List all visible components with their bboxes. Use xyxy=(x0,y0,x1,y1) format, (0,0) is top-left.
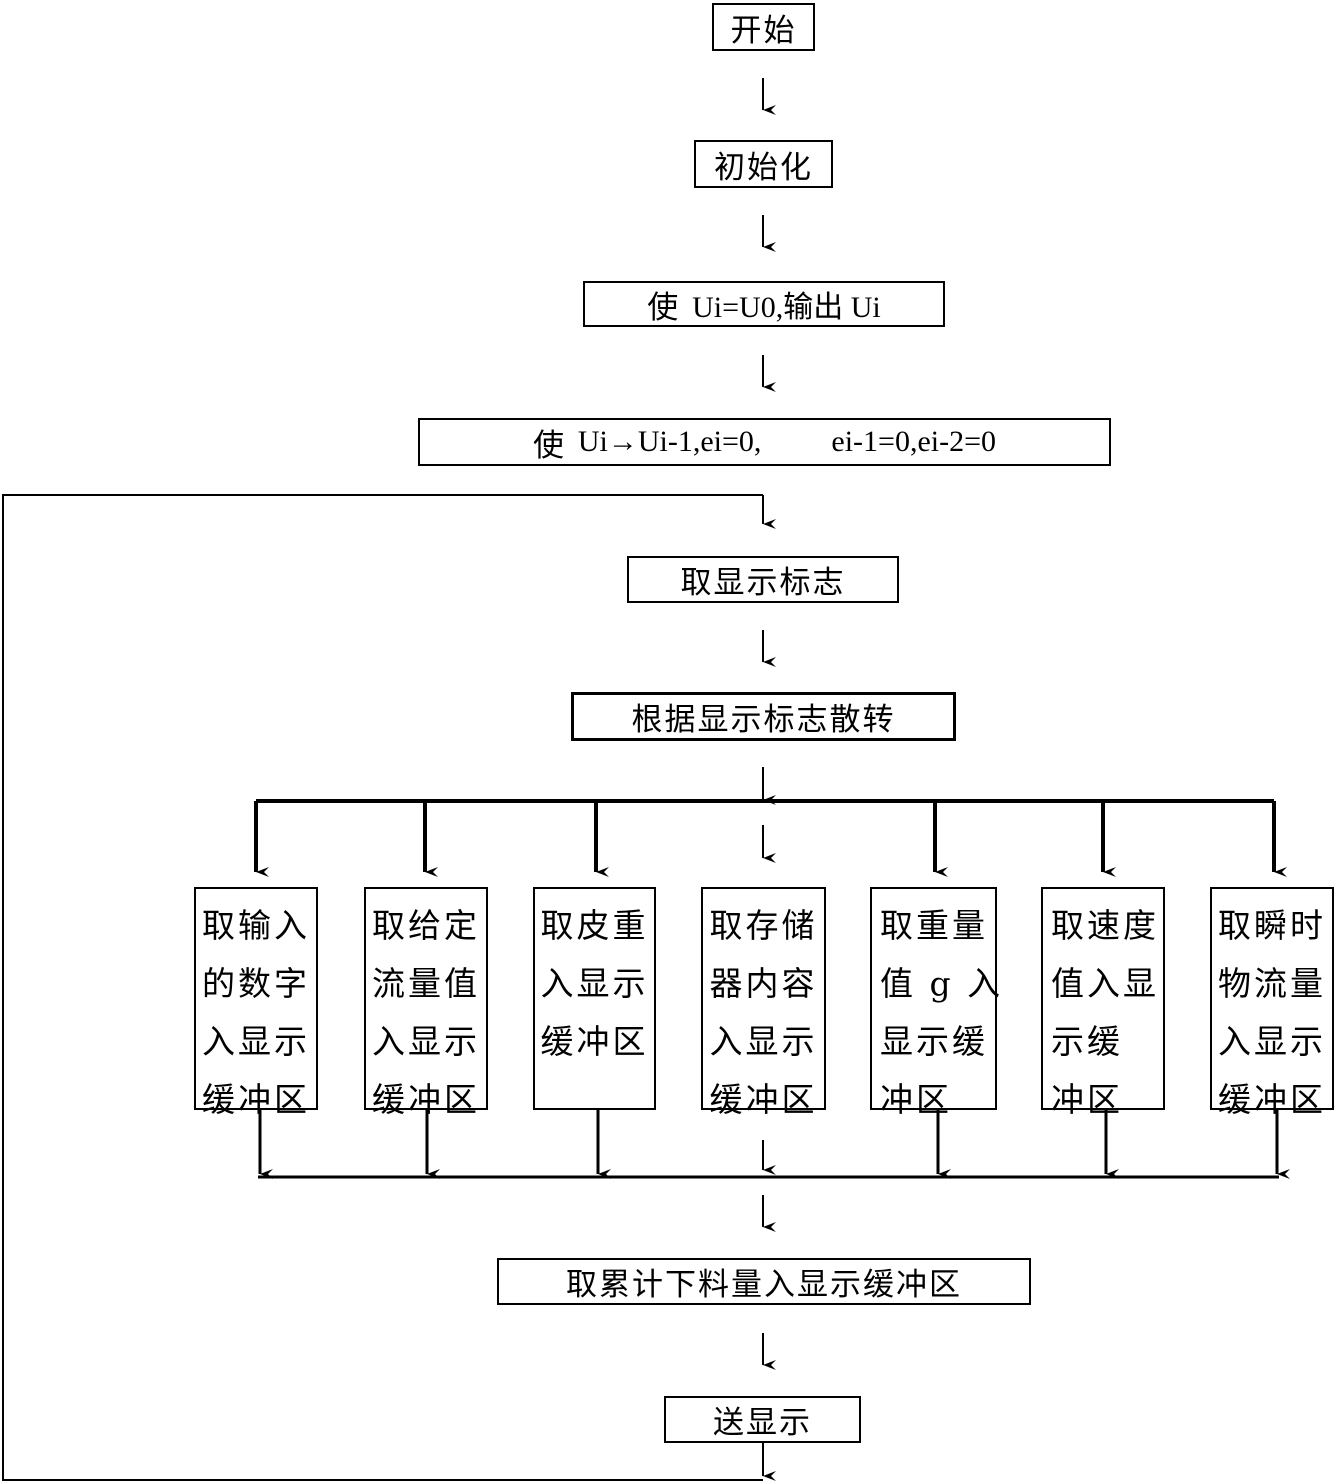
send-display-label: 送显示 xyxy=(713,1405,812,1441)
init-node: 初始化 xyxy=(694,140,833,188)
branch-box-1: 取输入 的数字 入显示 缓冲区 xyxy=(194,887,318,1119)
branch-box-7: 取瞬时 物流量 入显示 缓冲区 xyxy=(1210,887,1334,1119)
branch-3-line-3: 缓冲区 xyxy=(540,1022,649,1061)
branch-box-3: 取皮重 入显示 缓冲区 xyxy=(533,887,656,1110)
loop-back-line xyxy=(2,494,763,1481)
branch-1-line-2: 的数字 xyxy=(202,964,310,1003)
init-label: 初始化 xyxy=(714,149,813,186)
branch-6-line-1: 取速度 xyxy=(1051,906,1159,945)
branch-5-line-2: 值 g 入 xyxy=(880,964,1004,1003)
start-label: 开始 xyxy=(730,12,797,49)
branch-5-line-3: 显示缓 xyxy=(880,1022,988,1061)
branch-6-line-3: 示缓 xyxy=(1051,1022,1123,1061)
branch-1-line-3: 入显示 xyxy=(202,1022,310,1061)
branch-5-line-1: 取重量 xyxy=(880,906,988,945)
shift-errors-node: 使 Ui→Ui-1,ei=0, ei-1=0,ei-2=0 xyxy=(418,418,1111,466)
set-output-prefix: 使 xyxy=(647,289,681,326)
accumulate-label: 取累计下料量入显示缓冲区 xyxy=(566,1267,962,1303)
branch-5-line-4: 冲区 xyxy=(880,1080,952,1119)
branch-7-line-4: 缓冲区 xyxy=(1218,1080,1326,1119)
branch-2-line-3: 入显示 xyxy=(372,1022,480,1061)
branch-7-line-3: 入显示 xyxy=(1218,1022,1326,1061)
set-output-formula: Ui=U0,输出 Ui xyxy=(692,291,881,324)
accumulate-node: 取累计下料量入显示缓冲区 xyxy=(497,1258,1031,1305)
branch-box-6: 取速度 值入显 示缓 冲区 xyxy=(1041,887,1165,1119)
branch-box-5: 取重量 值 g 入 显示缓 冲区 xyxy=(870,887,1004,1119)
branch-4-line-3: 入显示 xyxy=(709,1022,818,1061)
shift-errors-formula-b: ei-1=0,ei-2=0 xyxy=(831,425,997,458)
dispatch-node: 根据显示标志散转 xyxy=(571,692,956,741)
branch-7-line-2: 物流量 xyxy=(1218,964,1326,1003)
branch-4-line-1: 取存储 xyxy=(709,906,818,945)
branch-box-2: 取给定 流量值 入显示 缓冲区 xyxy=(364,887,488,1119)
get-flag-node: 取显示标志 xyxy=(627,556,899,603)
branch-6-line-2: 值入显 xyxy=(1051,964,1159,1003)
branch-box-4: 取存储 器内容 入显示 缓冲区 xyxy=(701,887,826,1119)
branch-3-line-2: 入显示 xyxy=(540,964,649,1003)
branch-4-line-2: 器内容 xyxy=(709,964,818,1003)
branch-2-line-2: 流量值 xyxy=(372,964,480,1003)
start-node: 开始 xyxy=(712,3,815,51)
branch-1-line-4: 缓冲区 xyxy=(202,1080,310,1119)
set-output-node: 使 Ui=U0,输出 Ui xyxy=(583,281,945,327)
branch-4-line-4: 缓冲区 xyxy=(709,1080,818,1119)
branch-7-line-1: 取瞬时 xyxy=(1218,906,1326,945)
shift-errors-formula-a: Ui→Ui-1,ei=0, xyxy=(577,425,762,458)
branch-1-line-1: 取输入 xyxy=(202,906,310,945)
get-flag-label: 取显示标志 xyxy=(680,565,846,601)
branch-6-line-4: 冲区 xyxy=(1051,1080,1123,1119)
branch-3-line-1: 取皮重 xyxy=(540,906,649,945)
send-display-node: 送显示 xyxy=(664,1396,861,1443)
branch-2-line-1: 取给定 xyxy=(372,906,480,945)
shift-errors-prefix: 使 xyxy=(532,427,566,464)
branch-2-line-4: 缓冲区 xyxy=(372,1080,480,1119)
dispatch-label: 根据显示标志散转 xyxy=(631,702,896,738)
